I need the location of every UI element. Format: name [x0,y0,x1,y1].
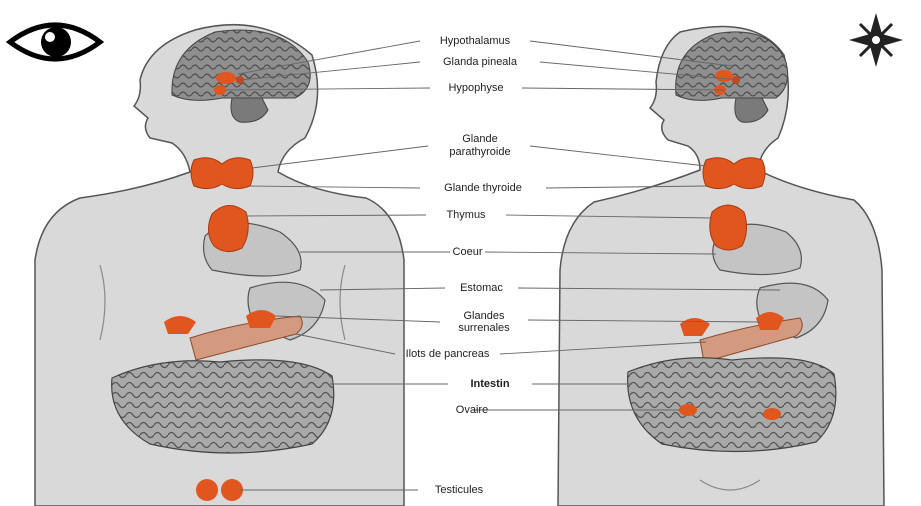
label-adrenal-line2: surrenales [440,322,528,334]
male-pituitary-gland [214,85,226,95]
male-intestine [112,360,334,453]
label-adrenal-line1: Glandes [440,310,528,322]
label-pituitary: Hypophyse [430,82,522,94]
label-parathyroid-line2: parathyroide [420,146,540,158]
female-thymus-gland [710,205,747,250]
male-hypothalamus-gland [216,72,236,84]
label-thymus: Thymus [426,209,506,221]
label-parathyroid-line1: Glande [430,133,530,145]
label-thyroid: Glande thyroide [420,182,546,194]
label-pineal-gland: Glanda pineala [420,56,540,68]
label-testes: Testicules [418,484,500,496]
female-hypothalamus-gland [715,70,733,82]
label-ovaries: Ovaire [440,404,504,416]
label-intestine: Intestin [448,378,532,390]
label-pancreas: Ilots de pancreas [395,348,500,360]
label-heart: Coeur [450,246,485,258]
label-hypothalamus: Hypothalamus [420,35,530,47]
female-intestine [628,358,836,452]
eye-icon [10,25,100,59]
male-thymus-gland [208,205,248,251]
compass-rose-icon [849,13,903,67]
label-stomach: Estomac [445,282,518,294]
